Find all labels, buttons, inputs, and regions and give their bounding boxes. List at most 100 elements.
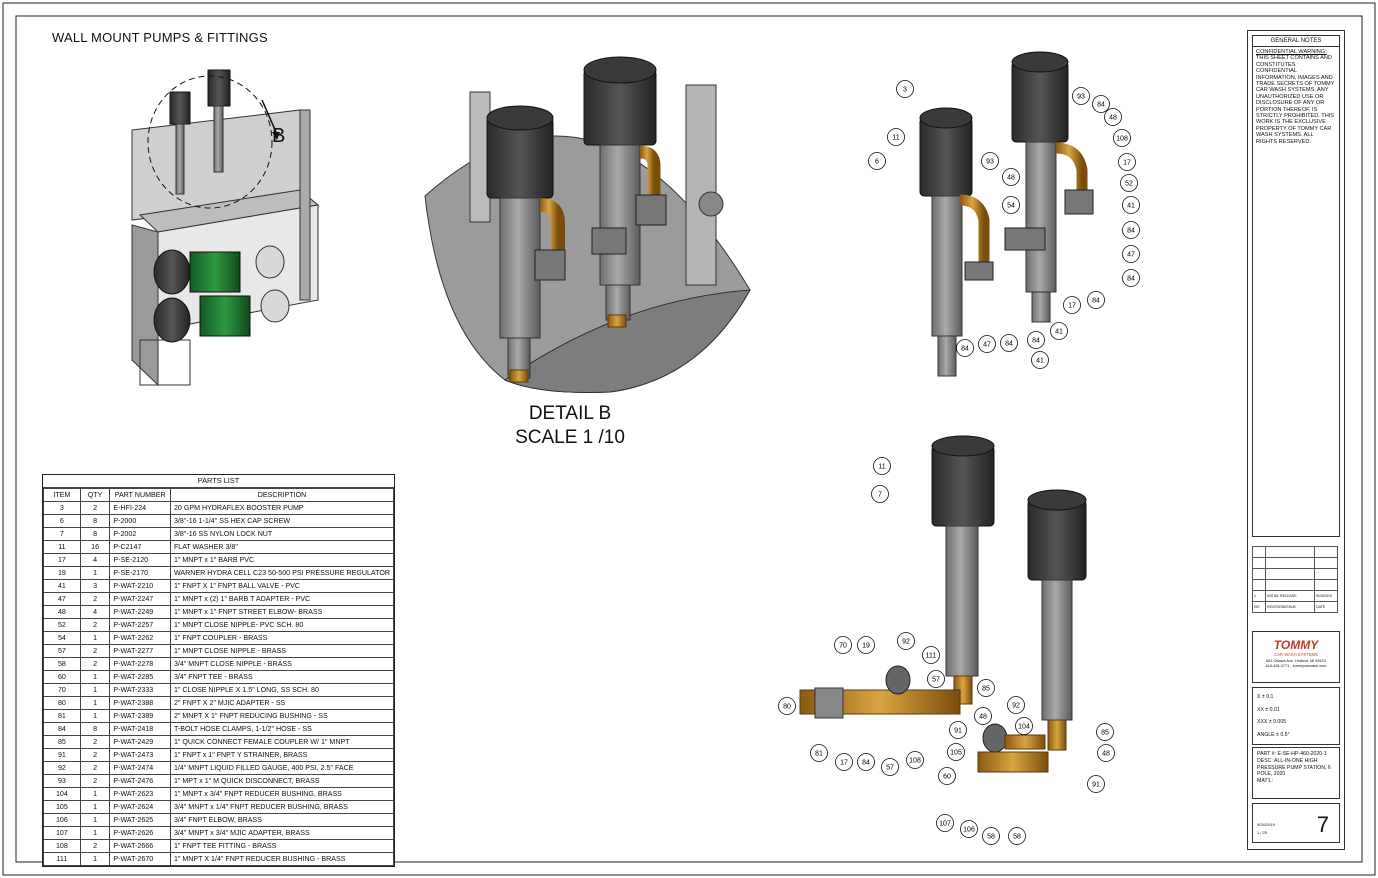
cell-description: 1" FNPT X 1" FNPT BALL VALVE - PVC: [169, 579, 395, 593]
cell-qty: 2: [79, 501, 111, 515]
cell-qty: 1: [79, 813, 111, 827]
cell-part-number: P-WAT-2626: [109, 826, 171, 840]
cell-qty: 1: [79, 566, 111, 580]
cell-qty: 2: [79, 748, 111, 762]
cell-item: 93: [43, 774, 81, 788]
cell-qty: 2: [79, 657, 111, 671]
cell-part-number: P-WAT-2333: [109, 683, 171, 697]
company-logo-box: TOMMY CAR WASH SYSTEMS 581 Ottawa Ave. H…: [1252, 631, 1340, 683]
cell-part-number: P-WAT-2474: [109, 761, 171, 775]
col-header-description: DESCRIPTION: [169, 488, 395, 502]
cell-item: 6: [43, 514, 81, 528]
item-balloon-circle: [857, 753, 875, 771]
cell-description: 1" MNPT CLOSE NIPPLE- PVC SCH. 80: [169, 618, 395, 632]
item-balloon-circle: [1000, 334, 1018, 352]
cell-item: 104: [43, 787, 81, 801]
item-balloon-circle: [1120, 174, 1138, 192]
cell-description: 3/8"-16 SS NYLON LOCK NUT: [169, 527, 395, 541]
cell-part-number: P-2002: [109, 527, 171, 541]
cell-part-number: P-WAT-2388: [109, 696, 171, 710]
drawing-scale: 1 / 25: [1257, 830, 1268, 835]
item-balloon-label: 19: [862, 643, 870, 650]
item-balloon-circle: [1122, 221, 1140, 239]
item-balloon-circle: [1087, 775, 1105, 793]
cell-description: 1" FNPT x 1" FNPT Y STRAINER, BRASS: [169, 748, 395, 762]
cell-description: 3/4" FNPT ELBOW, BRASS: [169, 813, 395, 827]
item-balloon-label: 47: [1127, 252, 1135, 259]
cell-qty: 8: [79, 527, 111, 541]
cell-description: 1" MNPT x (2) 1" BARB T ADAPTER - PVC: [169, 592, 395, 606]
cell-part-number: E-HFI-224: [109, 501, 171, 515]
item-balloon-label: 107: [939, 821, 951, 828]
item-balloon-label: 48: [1007, 175, 1015, 182]
tolerance-angle: ANGLE ± 0.5°: [1257, 731, 1290, 738]
item-balloon-circle: [1008, 827, 1026, 845]
cell-description: 3/4" MNPT x 3/4" MJIC ADAPTER, BRASS: [169, 826, 395, 840]
revision-header-no: NO.: [1252, 601, 1266, 613]
cell-part-number: P-WAT-2262: [109, 631, 171, 645]
cell-description: 3/4" MNPT x 1/4" FNPT REDUCER BUSHING, B…: [169, 800, 395, 814]
revision-date: 9/24/2019: [1314, 590, 1338, 602]
cell-qty: 1: [79, 800, 111, 814]
item-balloon-circle: [906, 751, 924, 769]
item-balloon-label: 93: [1077, 94, 1085, 101]
item-balloon-label: 60: [943, 774, 951, 781]
tolerance-list: X ± 0.1 XX ± 0.01 XXX ± 0.005 ANGLE ± 0.…: [1253, 688, 1339, 744]
item-balloon-label: 92: [902, 639, 910, 646]
cell-item: 92: [43, 761, 81, 775]
revision-header-issue: REVISION/ISSUE: [1265, 601, 1315, 613]
cell-description: FLAT WASHER 3/8": [169, 540, 395, 554]
revision-table: 1 INITIAL RELEASE 9/24/2019 NO. REVISION…: [1252, 546, 1338, 613]
item-balloon-label: 57: [886, 765, 894, 772]
cell-item: 3: [43, 501, 81, 515]
item-balloon-circle: [1072, 87, 1090, 105]
cell-description: 1/4" MNPT LIQUID FILLED GAUGE, 400 PSI, …: [169, 761, 395, 775]
tolerance-box: X ± 0.1 XX ± 0.01 XXX ± 0.005 ANGLE ± 0.…: [1252, 687, 1340, 745]
item-balloon-circle: [1122, 245, 1140, 263]
item-balloon-label: 91: [954, 728, 962, 735]
revision-no: 1: [1252, 590, 1266, 602]
cell-description: 1" MNPT x 1" FNPT STREET ELBOW- BRASS: [169, 605, 395, 619]
item-balloon-label: 17: [840, 760, 848, 767]
parts-list-header-row: ITEM QTY PART NUMBER DESCRIPTION: [43, 488, 395, 502]
cell-qty: 1: [79, 852, 111, 866]
item-balloon-label: 81: [815, 751, 823, 758]
cell-part-number: P-WAT-2285: [109, 670, 171, 684]
item-balloon-label: 41: [1127, 203, 1135, 210]
item-balloon-label: 47: [983, 342, 991, 349]
item-balloon-circle: [1063, 296, 1081, 314]
cell-qty: 2: [79, 592, 111, 606]
cell-part-number: P-SE-2120: [109, 553, 171, 567]
cell-part-number: P-2000: [109, 514, 171, 528]
cell-part-number: P-WAT-2418: [109, 722, 171, 736]
cell-part-number: P-WAT-2277: [109, 644, 171, 658]
cell-qty: 2: [79, 761, 111, 775]
cell-item: 111: [43, 852, 81, 866]
item-balloon-label: 80: [783, 704, 791, 711]
cell-part-number: P-WAT-2278: [109, 657, 171, 671]
item-balloon-label: 17: [1068, 303, 1076, 310]
bottom-right-assembly-view: [799, 435, 1087, 773]
cell-item: 47: [43, 592, 81, 606]
inner-border: [15, 15, 1363, 863]
detail-b-view: [424, 56, 751, 393]
item-balloon-circle: [778, 697, 796, 715]
confidential-warning-heading: CONFIDENTIAL WARNING:: [1256, 49, 1327, 55]
cell-description: 1" CLOSE NIPPLE X 1.5" LONG, SS SCH. 80: [169, 683, 395, 697]
cell-item: 91: [43, 748, 81, 762]
cell-part-number: P-WAT-2247: [109, 592, 171, 606]
cell-part-number: P-SE-2170: [109, 566, 171, 580]
general-notes-header: GENERAL NOTES: [1253, 36, 1339, 47]
item-balloon-circle: [873, 457, 891, 475]
cell-part-number: P-WAT-2473: [109, 748, 171, 762]
cell-part-number: P-WAT-2429: [109, 735, 171, 749]
drawing-date: 9/24/2019: [1257, 822, 1275, 827]
company-logo: TOMMY: [1273, 638, 1319, 652]
